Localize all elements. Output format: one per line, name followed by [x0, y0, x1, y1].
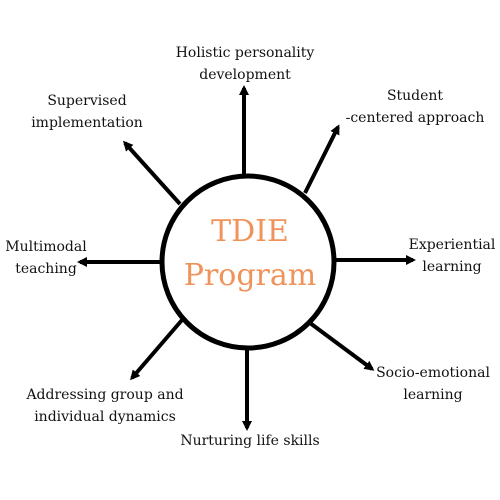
node-life-skills: Nurturing life skills — [165, 430, 335, 452]
center-title-line2: Program — [183, 258, 317, 293]
node-experiential-line2: learning — [422, 259, 482, 275]
node-holistic-line2: development — [199, 67, 291, 83]
node-multimodal-line2: teaching — [15, 261, 77, 277]
center-title-line1: TDIE — [211, 214, 289, 249]
node-student: Student -centered approach — [330, 85, 500, 129]
node-supervised: Supervised implementation — [22, 90, 152, 134]
node-group-line1: Addressing group and — [26, 387, 184, 403]
arrow-socio — [308, 321, 375, 371]
center-title: TDIE Program — [160, 210, 340, 298]
node-supervised-line1: Supervised — [47, 93, 127, 109]
arrow-supervised — [122, 140, 182, 206]
node-group-line2: individual dynamics — [34, 409, 176, 425]
node-experiential: Experiential learning — [402, 234, 500, 278]
node-multimodal: Multimodal teaching — [0, 236, 92, 280]
node-supervised-line2: implementation — [31, 115, 143, 131]
node-socio: Socio-emotional learning — [368, 362, 498, 406]
node-holistic: Holistic personality development — [145, 42, 345, 86]
arrow-group — [130, 318, 184, 381]
node-holistic-line1: Holistic personality — [175, 45, 315, 61]
arrow-student — [303, 124, 340, 194]
node-experiential-line1: Experiential — [408, 237, 496, 253]
node-student-line1: Student — [386, 88, 444, 104]
node-life-skills-line1: Nurturing life skills — [180, 433, 320, 449]
node-socio-line1: Socio-emotional — [376, 365, 490, 381]
node-multimodal-line1: Multimodal — [5, 239, 87, 255]
node-socio-line2: learning — [403, 387, 463, 403]
node-group: Addressing group and individual dynamics — [10, 384, 200, 428]
node-student-line2: -centered approach — [345, 110, 485, 126]
